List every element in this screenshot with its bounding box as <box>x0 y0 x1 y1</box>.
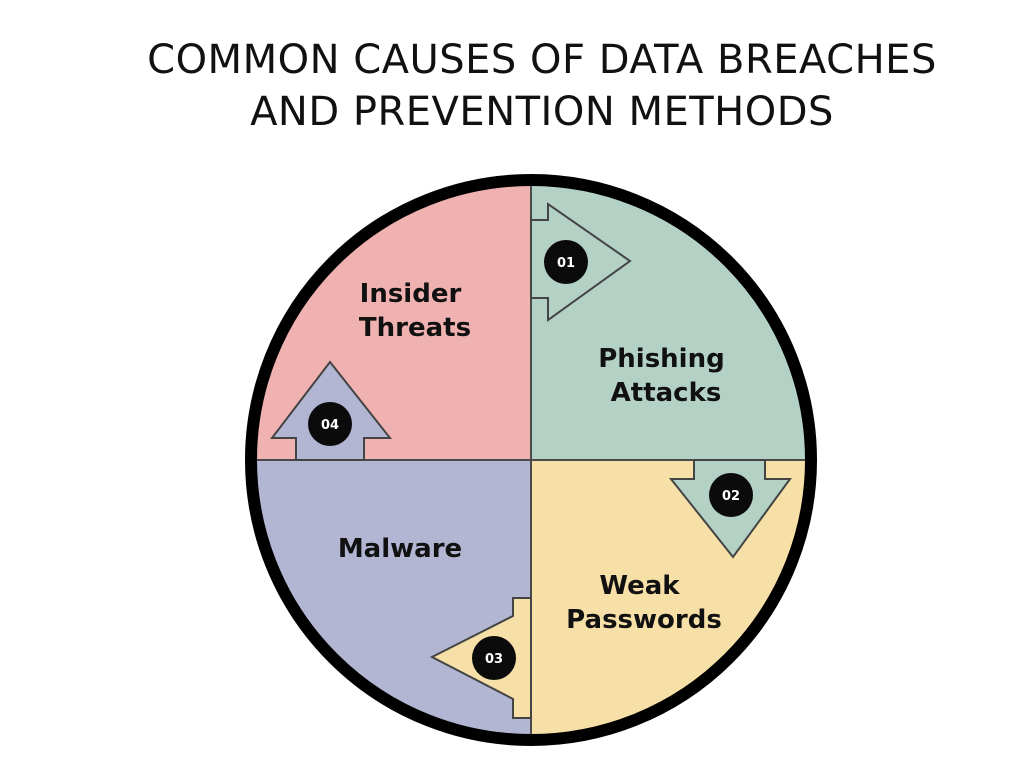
label-weak-passwords: Weak Passwords <box>566 571 722 635</box>
title-line-2: AND PREVENTION METHODS <box>250 89 834 135</box>
label-phishing-line-2: Attacks <box>611 378 722 408</box>
label-weak-line-1: Weak <box>599 571 680 601</box>
badge-04-label: 04 <box>321 418 339 433</box>
badge-03: 03 <box>472 636 516 680</box>
label-insider-line-2: Threats <box>359 313 471 343</box>
label-phishing-line-1: Phishing <box>598 344 725 374</box>
badge-03-circle <box>472 636 516 680</box>
label-insider-line-1: Insider <box>360 279 462 309</box>
quadrant-group <box>251 180 811 740</box>
label-malware-line-1: Malware <box>338 534 462 564</box>
badge-04-circle <box>308 402 352 446</box>
label-weak-line-2: Passwords <box>566 605 722 635</box>
title-line-1: COMMON CAUSES OF DATA BREACHES <box>147 37 937 83</box>
badge-01-label: 01 <box>557 256 575 271</box>
page-title: COMMON CAUSES OF DATA BREACHES AND PREVE… <box>60 34 1024 138</box>
label-malware: Malware <box>338 534 462 564</box>
outer-ring <box>245 174 817 746</box>
badge-04: 04 <box>308 402 352 446</box>
quadrant-malware <box>251 460 531 740</box>
badge-02: 02 <box>709 473 753 517</box>
badge-01: 01 <box>544 240 588 284</box>
label-phishing-attacks: Phishing Attacks <box>598 344 734 408</box>
badge-02-circle <box>709 473 753 517</box>
label-insider-threats: Insider Threats <box>359 279 471 343</box>
badge-02-label: 02 <box>722 489 740 504</box>
badge-01-circle <box>544 240 588 284</box>
badge-03-label: 03 <box>485 652 503 667</box>
